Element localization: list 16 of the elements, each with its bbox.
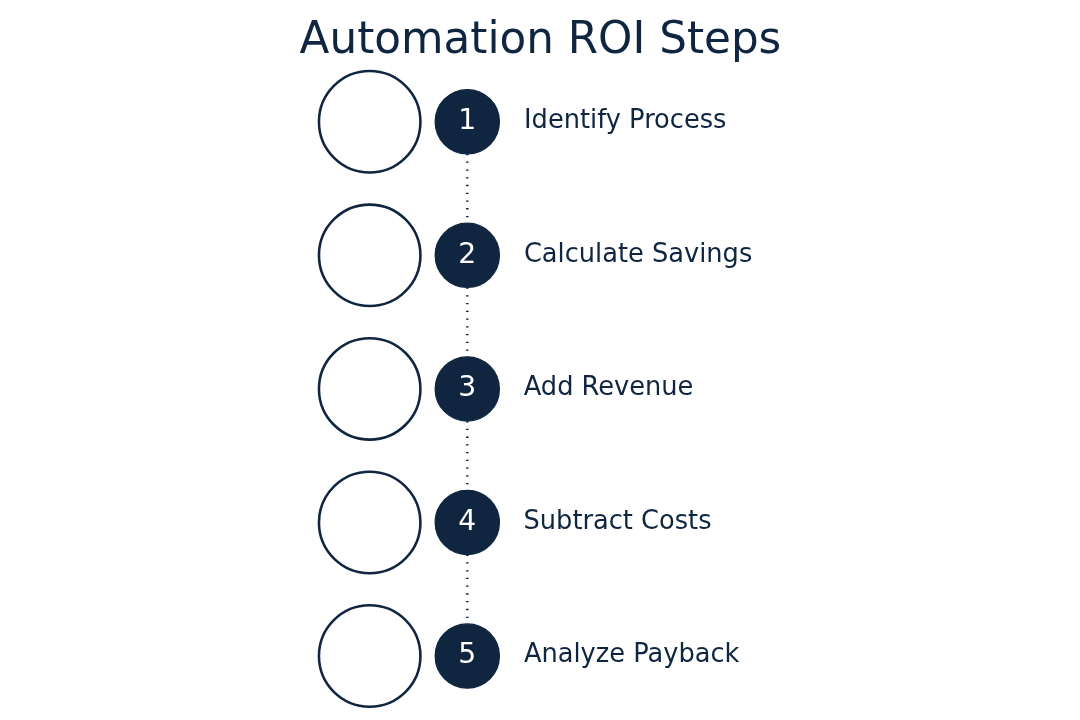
node-circle bbox=[317, 470, 422, 575]
node-label: Identify Process bbox=[523, 104, 726, 135]
node-label: Subtract Costs bbox=[523, 504, 712, 535]
node-circle: 5 bbox=[434, 623, 500, 689]
node-circle: 4 bbox=[434, 489, 500, 556]
node-circle: 3 bbox=[434, 356, 500, 422]
node-label: Add Revenue bbox=[523, 371, 693, 402]
node-label: Analyze Payback bbox=[523, 638, 739, 669]
node-circle: 1 bbox=[434, 89, 500, 155]
node-circle: 2 bbox=[434, 222, 500, 289]
node-circle bbox=[317, 69, 422, 174]
node-circle bbox=[317, 203, 422, 308]
node-label: Calculate Savings bbox=[523, 237, 752, 268]
node-circle bbox=[317, 336, 422, 441]
diagram-title: Automation ROI Steps bbox=[299, 12, 781, 64]
node-circle bbox=[317, 604, 422, 709]
